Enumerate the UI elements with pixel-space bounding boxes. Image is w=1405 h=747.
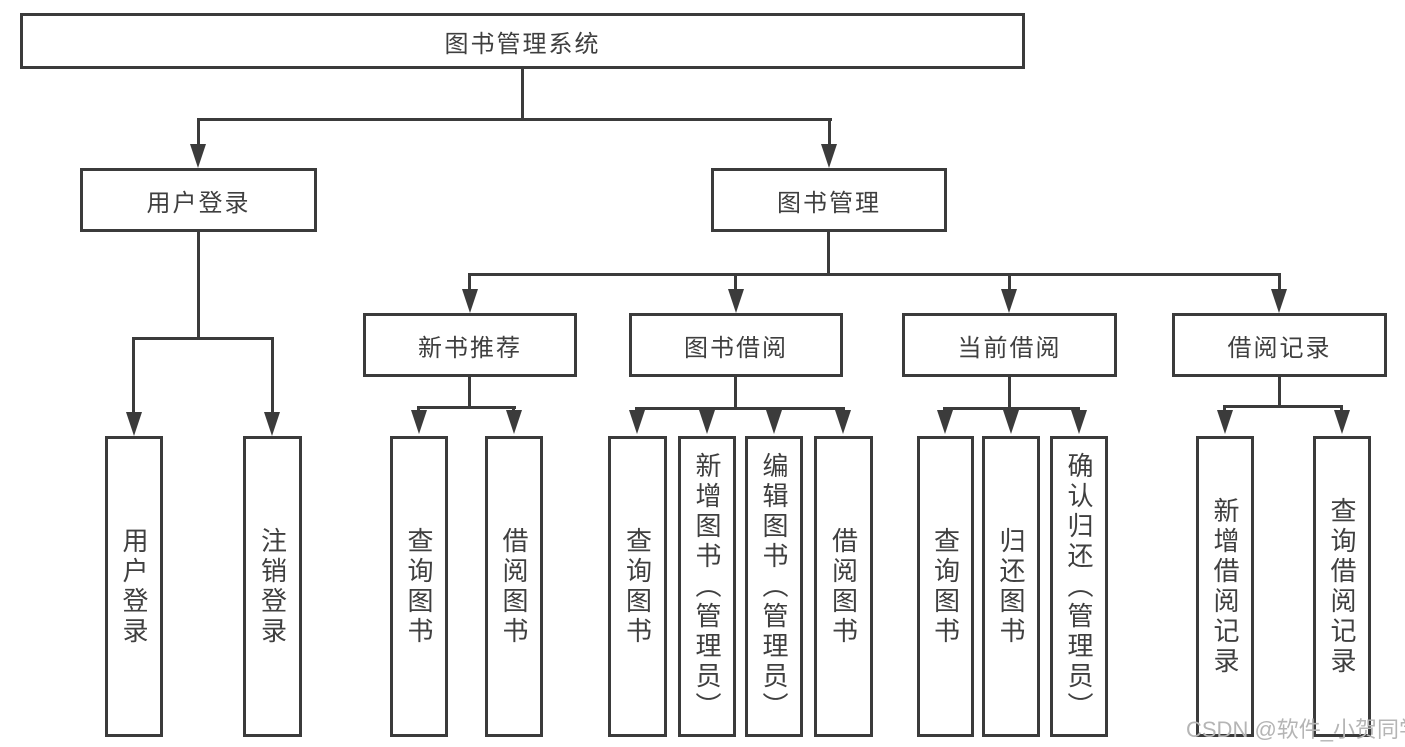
node-current-borrowing: 当前借阅 <box>902 313 1117 377</box>
connector-v <box>734 273 737 291</box>
node-book-borrowing-label: 图书借阅 <box>684 334 788 362</box>
arrow-down-icon <box>1003 410 1019 434</box>
leaf-label: 编辑图书（管理员） <box>759 451 789 722</box>
leaf-label: 注销登录 <box>257 526 288 647</box>
node-book-borrowing: 图书借阅 <box>629 313 843 377</box>
leaf-logout: 注销登录 <box>243 436 302 737</box>
node-root: 图书管理系统 <box>20 13 1025 69</box>
arrow-down-icon <box>1217 410 1233 434</box>
leaf-borrow-edit-books-admin: 编辑图书（管理员） <box>745 436 803 737</box>
csdn-watermark: CSDN @软件_小贺同学 <box>1186 717 1405 742</box>
connector-v <box>468 377 471 406</box>
arrow-down-icon <box>1001 289 1017 313</box>
arrow-down-icon <box>821 144 837 168</box>
arrow-down-icon <box>728 289 744 313</box>
leaf-borrow-add-books-admin: 新增图书（管理员） <box>678 436 736 737</box>
arrow-down-icon <box>462 289 478 313</box>
node-book-management-label: 图书管理 <box>777 189 881 217</box>
connector-v <box>271 337 274 414</box>
node-book-management: 图书管理 <box>711 168 947 232</box>
connector-h <box>944 407 1080 410</box>
node-borrowing-records-label: 借阅记录 <box>1227 334 1332 362</box>
leaf-label: 用户登录 <box>119 526 149 647</box>
connector-v <box>197 232 200 337</box>
arrow-down-icon <box>1071 410 1087 434</box>
arrow-down-icon <box>835 410 851 434</box>
connector-v <box>827 232 830 273</box>
leaf-current-confirm-return-admin: 确认归还（管理员） <box>1050 436 1108 737</box>
connector-h <box>1224 405 1343 408</box>
connector-v <box>1278 377 1281 405</box>
leaf-label: 确认归还（管理员） <box>1064 451 1094 722</box>
arrow-down-icon <box>264 412 280 436</box>
node-current-borrowing-label: 当前借阅 <box>957 334 1062 362</box>
connector-v <box>132 337 135 414</box>
leaf-user-login: 用户登录 <box>105 436 163 737</box>
connector-v <box>1340 405 1343 413</box>
leaf-label: 借阅图书 <box>499 526 529 647</box>
leaf-label: 查询图书 <box>622 526 653 647</box>
arrow-down-icon <box>190 144 206 168</box>
leaf-recommend-query-books: 查询图书 <box>390 436 448 737</box>
leaf-label: 新增借阅记录 <box>1210 496 1240 677</box>
connector-h <box>469 273 1280 276</box>
leaf-current-return-books: 归还图书 <box>982 436 1040 737</box>
connector-v <box>1278 273 1281 291</box>
leaf-borrow-borrow-books: 借阅图书 <box>814 436 873 737</box>
connector-h <box>418 406 516 409</box>
node-user-login: 用户登录 <box>80 168 317 232</box>
connector-h <box>198 118 832 121</box>
leaf-label: 借阅图书 <box>828 526 859 647</box>
node-user-login-label: 用户登录 <box>146 189 251 217</box>
connector-v <box>197 118 200 146</box>
arrow-down-icon <box>506 410 522 434</box>
connector-v <box>734 377 737 407</box>
leaf-records-query-record: 查询借阅记录 <box>1313 436 1371 737</box>
arrow-down-icon <box>629 410 645 434</box>
arrow-down-icon <box>937 410 953 434</box>
connector-v <box>521 69 524 118</box>
node-new-book-recommend-label: 新书推荐 <box>418 334 522 362</box>
node-borrowing-records: 借阅记录 <box>1172 313 1387 377</box>
connector-v <box>468 273 471 291</box>
arrow-down-icon <box>126 412 142 436</box>
arrow-down-icon <box>766 410 782 434</box>
connector-h <box>133 337 274 340</box>
node-root-label: 图书管理系统 <box>444 30 601 58</box>
arrow-down-icon <box>1334 410 1350 434</box>
connector-h <box>636 407 845 410</box>
leaf-label: 归还图书 <box>996 526 1026 647</box>
arrow-down-icon <box>699 410 715 434</box>
leaf-label: 新增图书（管理员） <box>692 451 722 722</box>
leaf-label: 查询图书 <box>404 526 434 647</box>
connector-v <box>1223 405 1226 413</box>
connector-v <box>828 118 831 146</box>
leaf-label: 查询图书 <box>930 526 961 647</box>
arrow-down-icon <box>411 410 427 434</box>
leaf-borrow-query-books: 查询图书 <box>608 436 667 737</box>
connector-v <box>1008 377 1011 407</box>
leaf-recommend-borrow-books: 借阅图书 <box>485 436 543 737</box>
connector-v <box>1008 273 1011 291</box>
arrow-down-icon <box>1271 289 1287 313</box>
node-new-book-recommend: 新书推荐 <box>363 313 577 377</box>
leaf-records-add-record: 新增借阅记录 <box>1196 436 1254 737</box>
leaf-current-query-books: 查询图书 <box>917 436 974 737</box>
leaf-label: 查询借阅记录 <box>1327 496 1357 677</box>
